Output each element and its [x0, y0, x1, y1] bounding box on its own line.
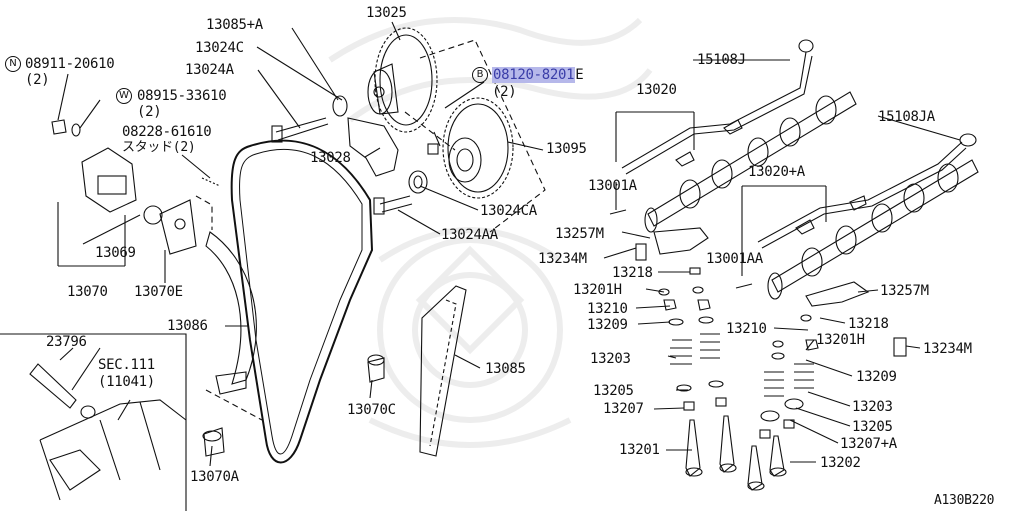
label-13086[interactable]: 13086 — [167, 318, 208, 334]
washers-bolts — [51, 95, 441, 215]
label-sec111[interactable]: SEC.111 — [98, 357, 155, 373]
label-15108JA[interactable]: 15108JA — [878, 109, 935, 125]
label-08915[interactable]: 08915-33610 — [137, 88, 227, 104]
label-13234M-right[interactable]: 13234M — [923, 341, 972, 357]
leader-lines — [57, 21, 961, 467]
timing-chain — [230, 139, 374, 464]
rocker-arms — [653, 227, 870, 307]
tensioner-bracket — [347, 117, 399, 177]
dashed-lines — [195, 39, 546, 421]
oil-pipe-lower — [757, 133, 977, 249]
label-13201[interactable]: 13201 — [619, 442, 660, 458]
label-sec111-ref: (11041) — [98, 374, 155, 390]
label-13095[interactable]: 13095 — [546, 141, 587, 157]
label-13203-right[interactable]: 13203 — [852, 399, 893, 415]
label-13210-left[interactable]: 13210 — [587, 301, 628, 317]
label-13205-left[interactable]: 13205 — [593, 383, 634, 399]
label-13070E[interactable]: 13070E — [134, 284, 183, 300]
n-symbol-icon: N — [5, 56, 21, 72]
label-13202[interactable]: 13202 — [820, 455, 861, 471]
label-13209-right[interactable]: 13209 — [856, 369, 897, 385]
label-13070A[interactable]: 13070A — [190, 469, 239, 485]
cam-sprocket-lower — [442, 97, 514, 199]
label-13020A[interactable]: 13020+A — [748, 164, 805, 180]
diagram-id: A130B220 — [934, 493, 995, 508]
label-13070[interactable]: 13070 — [67, 284, 108, 300]
dowels — [202, 354, 385, 457]
inset-sensor-box — [0, 333, 187, 511]
label-08120-qty: (2) — [492, 84, 517, 100]
label-13020[interactable]: 13020 — [636, 82, 677, 98]
label-13210-right[interactable]: 13210 — [726, 321, 767, 337]
chain-guide-tension — [419, 285, 467, 457]
label-13025[interactable]: 13025 — [366, 5, 407, 21]
label-08228-note: スタッド(2) — [122, 140, 196, 155]
label-08915-qty: (2) — [137, 104, 162, 120]
label-13024C[interactable]: 13024C — [195, 40, 244, 56]
label-13001AA[interactable]: 13001AA — [706, 251, 763, 267]
label-13218-left[interactable]: 13218 — [612, 265, 653, 281]
label-23796[interactable]: 23796 — [46, 334, 87, 350]
label-13209-left[interactable]: 13209 — [587, 317, 628, 333]
oil-pipe-upper — [621, 39, 814, 175]
camshaft-upper — [644, 91, 857, 233]
label-15108J[interactable]: 15108J — [697, 52, 746, 68]
label-13203-left[interactable]: 13203 — [590, 351, 631, 367]
label-13024AA[interactable]: 13024AA — [441, 227, 498, 243]
cam-sprocket-upper — [367, 27, 438, 133]
label-13201H-left[interactable]: 13201H — [573, 282, 622, 298]
label-13024CA[interactable]: 13024CA — [480, 203, 537, 219]
label-13207[interactable]: 13207 — [603, 401, 644, 417]
label-08120[interactable]: 08120-8201E — [492, 67, 584, 83]
label-13085[interactable]: 13085 — [485, 361, 526, 377]
camshaft-lower — [767, 159, 979, 300]
label-13257M-left[interactable]: 13257M — [555, 226, 604, 242]
label-08911-qty: (2) — [25, 72, 50, 88]
chain-tensioner — [81, 147, 197, 255]
label-13028[interactable]: 13028 — [310, 150, 351, 166]
w-symbol-icon: W — [116, 88, 132, 104]
label-08228[interactable]: 08228-61610 — [122, 124, 212, 140]
label-13207A[interactable]: 13207+A — [840, 436, 897, 452]
label-13024A[interactable]: 13024A — [185, 62, 234, 78]
highlighted-part-number[interactable]: 08120-8201 — [492, 67, 576, 83]
label-13257M-right[interactable]: 13257M — [880, 283, 929, 299]
label-08911[interactable]: 08911-20610 — [25, 56, 115, 72]
label-13069[interactable]: 13069 — [95, 245, 136, 261]
label-13205-right[interactable]: 13205 — [852, 419, 893, 435]
chain-guide-slack — [205, 231, 257, 395]
label-13234M-left[interactable]: 13234M — [538, 251, 587, 267]
label-13201H-right[interactable]: 13201H — [816, 332, 865, 348]
label-13218-right[interactable]: 13218 — [848, 316, 889, 332]
b-symbol-icon: B — [472, 67, 488, 83]
valve-train-left — [658, 267, 737, 477]
label-13001A[interactable]: 13001A — [588, 178, 637, 194]
label-13085A[interactable]: 13085+A — [206, 17, 263, 33]
valve-train-right — [747, 314, 819, 491]
label-08120-suffix: E — [575, 67, 584, 83]
label-13070C[interactable]: 13070C — [347, 402, 396, 418]
